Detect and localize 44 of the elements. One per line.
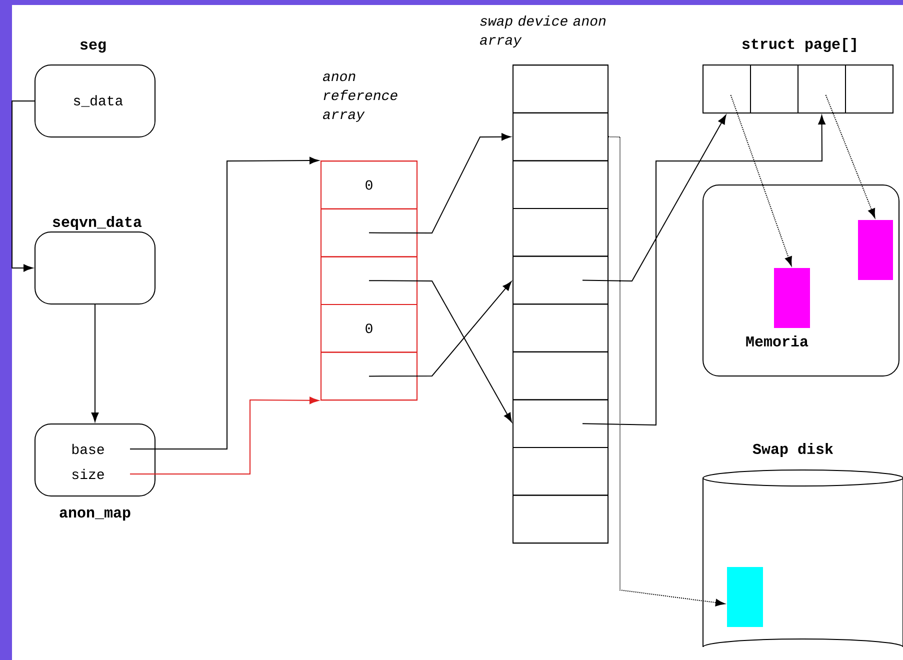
array-cell — [512, 160, 608, 209]
arrow — [582, 115, 826, 426]
array-cell — [845, 64, 894, 114]
page-block — [727, 567, 763, 627]
array-cell — [512, 256, 608, 305]
array-cell: 0 — [320, 160, 418, 210]
array-cell — [512, 494, 608, 544]
arrow — [91, 304, 99, 422]
rounded-box: base size — [34, 424, 156, 496]
array-cell — [512, 447, 608, 496]
rounded-box: Memoria — [702, 184, 900, 376]
array-cell — [750, 64, 798, 114]
arrow — [608, 136, 725, 606]
array-cell — [512, 304, 608, 352]
array-cell: 0 — [320, 304, 418, 353]
arrow — [582, 114, 726, 282]
array-cell — [512, 351, 608, 400]
page-block — [774, 268, 810, 328]
array-cell — [320, 208, 418, 258]
array-cell — [320, 256, 418, 305]
arrow — [825, 94, 876, 218]
array-cell — [702, 64, 751, 114]
array-cell — [512, 112, 608, 162]
array-cell — [512, 64, 608, 114]
heading: Swap disk — [752, 443, 834, 457]
arrow — [130, 156, 319, 450]
heading: struct page[] — [742, 38, 856, 52]
array-cell — [512, 208, 608, 257]
array-cell — [512, 399, 608, 448]
heading: anon_map — [60, 509, 130, 521]
arrow — [130, 396, 319, 474]
rounded-box: s_data — [34, 64, 156, 138]
arrow — [368, 133, 511, 234]
arrow — [368, 280, 512, 422]
page-block — [858, 220, 893, 280]
heading: seqvn_data — [52, 216, 142, 230]
array-cell — [798, 64, 846, 114]
arrow — [730, 94, 792, 266]
heading: anon reference array — [323, 73, 398, 122]
arrow — [368, 281, 512, 377]
heading: seg — [80, 41, 106, 53]
array-cell — [320, 352, 418, 401]
arrow — [12, 100, 35, 272]
heading: swap device anon array — [480, 16, 606, 48]
